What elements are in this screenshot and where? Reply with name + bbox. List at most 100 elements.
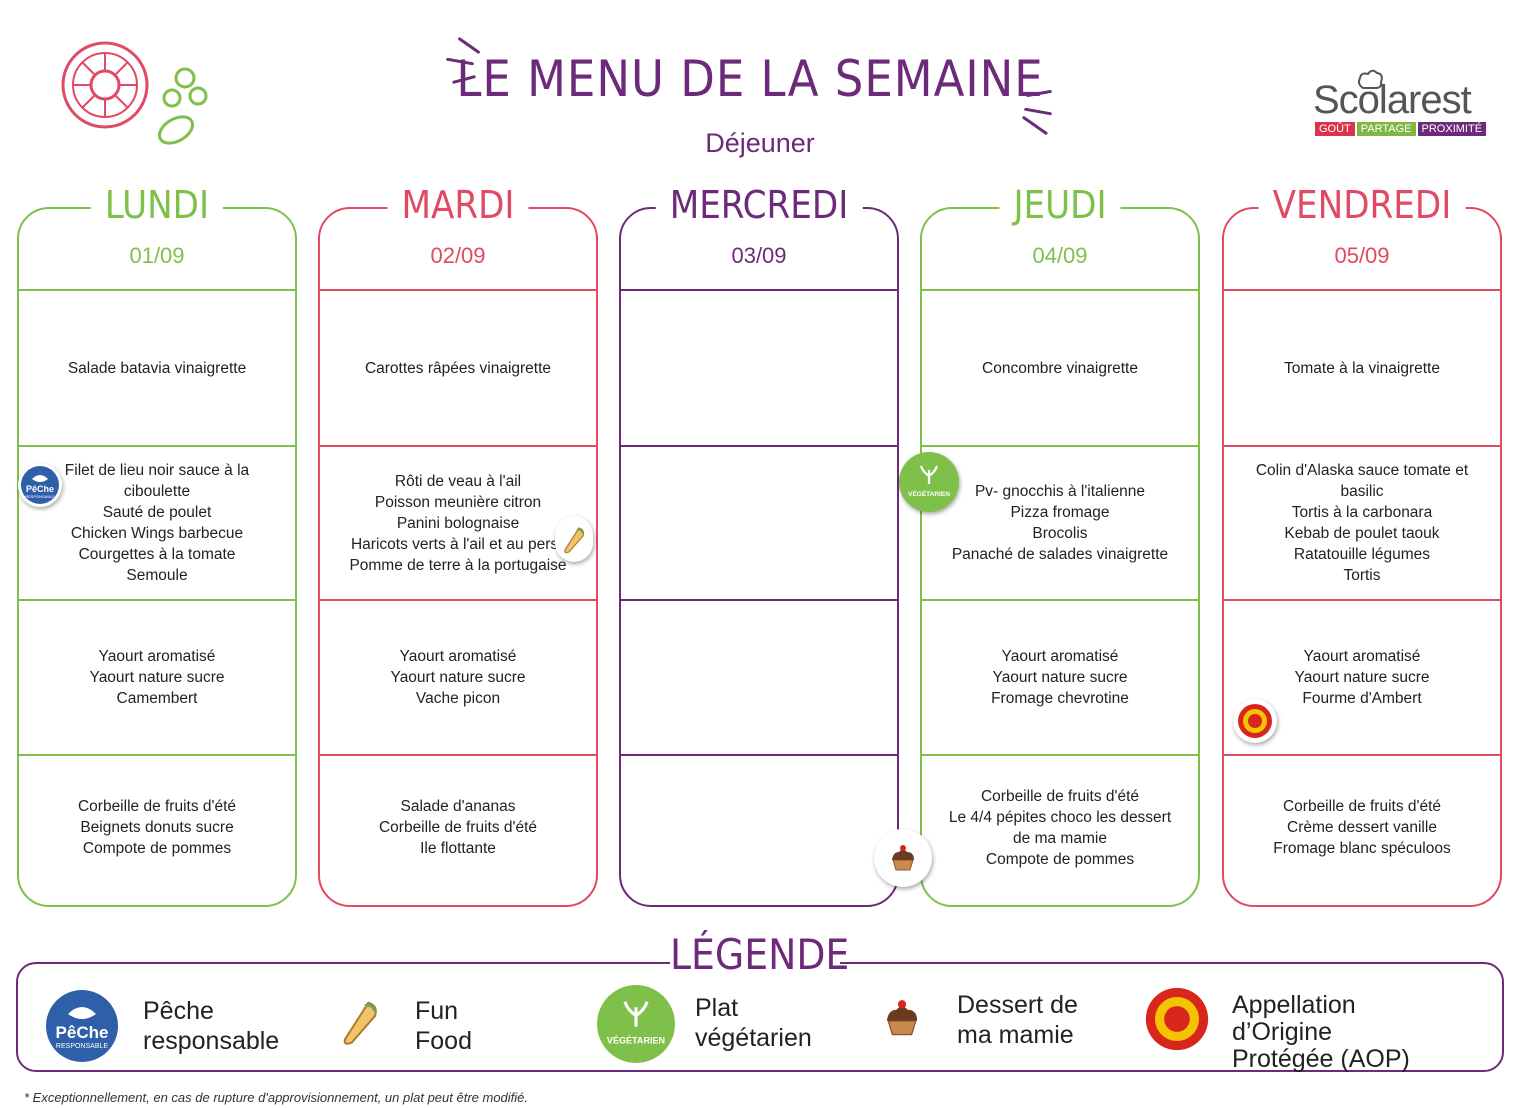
- dish-item: Yaourt nature sucre: [992, 669, 1128, 686]
- day-name: MERCREDI: [655, 183, 863, 227]
- dish-item: Ratatouille légumes: [1293, 546, 1431, 563]
- course-dairy: [621, 601, 897, 754]
- dish-item: Beignets donuts sucre: [80, 819, 234, 836]
- dish-item: Salade batavia vinaigrette: [67, 359, 247, 377]
- legend-label: Plat végétarien: [695, 994, 812, 1052]
- tomato-decoration-icon: [61, 41, 208, 145]
- dessert-mamie-icon: [880, 996, 924, 1040]
- day-date: 03/09: [731, 243, 787, 268]
- dish-item: Corbeille de fruits d'été: [980, 787, 1140, 805]
- dish-item: Yaourt nature sucre: [390, 669, 526, 686]
- dish-item: Tomate à la vinaigrette: [1284, 359, 1440, 377]
- dish-item: Haricots verts à l'ail et au persil: [350, 535, 565, 553]
- dish-item: Le 4/4 pépites choco les dessert de ma m…: [948, 808, 1172, 847]
- aop-icon: [1233, 699, 1277, 743]
- dish-item: Fourme d'Ambert: [1302, 690, 1422, 707]
- fun-food-icon: [555, 516, 593, 562]
- course-divider: [320, 445, 596, 447]
- peche-badge-subtext: RESPONSABLE: [25, 494, 55, 499]
- day-date: 05/09: [1334, 243, 1390, 268]
- brand-name: Scolarest: [1313, 78, 1472, 122]
- dish-item: Filet de lieu noir sauce à la ciboulette: [64, 462, 250, 500]
- dish-item: Tortis à la carbonara: [1291, 504, 1433, 521]
- course-divider: [621, 445, 897, 447]
- dish-item: Salade d'ananas: [400, 798, 516, 815]
- dish-item: Compote de pommes: [985, 850, 1135, 868]
- brand-tagline: GOÛT PARTAGE PROXIMITÉ: [1315, 122, 1487, 136]
- course-divider: [320, 754, 596, 756]
- dish-item: Camembert: [116, 690, 198, 707]
- dish-item: Yaourt aromatisé: [399, 648, 517, 665]
- peche-responsable-icon: PêChe RESPONSABLE: [44, 988, 120, 1064]
- course-dessert: Corbeille de fruits d'été Le 4/4 pépites …: [922, 756, 1198, 899]
- day-date: 04/09: [1032, 243, 1088, 268]
- course-main: [621, 447, 897, 599]
- scolarest-logo: Scolarest GOÛT PARTAGE PROXIMITÉ: [1313, 69, 1495, 140]
- dish-item: Sauté de poulet: [102, 504, 212, 521]
- course-divider: [621, 754, 897, 756]
- dish-item: Fromage blanc spéculoos: [1273, 840, 1451, 857]
- dish-item: Kebab de poulet taouk: [1284, 525, 1440, 542]
- dessert-mamie-icon: [874, 829, 932, 887]
- legend-label: Fun Food: [415, 997, 472, 1055]
- dish-item: Rôti de veau à l'ail: [394, 472, 522, 490]
- dish-item: Yaourt aromatisé: [1303, 648, 1421, 665]
- dish-item: Pv- gnocchis à l'italienne: [974, 483, 1146, 500]
- day-name: VENDREDI: [1258, 183, 1466, 227]
- course-divider: [621, 599, 897, 601]
- dish-item: Yaourt aromatisé: [1001, 648, 1119, 665]
- dish-item: Poisson meunière citron: [374, 493, 542, 511]
- course-divider: [1224, 754, 1500, 756]
- course-divider: [922, 599, 1198, 601]
- vegetarien-icon: VÉGÉTARIEN: [597, 985, 675, 1063]
- course-divider: [922, 289, 1198, 291]
- dish-item: Fromage chevrotine: [991, 690, 1129, 707]
- dish-item: Chicken Wings barbecue: [70, 525, 244, 542]
- course-divider: [320, 599, 596, 601]
- course-divider: [922, 754, 1198, 756]
- course-divider: [1224, 445, 1500, 447]
- aop-icon: [1144, 986, 1210, 1052]
- dish-item: Colin d'Alaska sauce tomate et basilic: [1255, 462, 1469, 500]
- dish-item: Brocolis: [1032, 525, 1088, 542]
- course-dessert: [621, 756, 897, 899]
- legend-title: LÉGENDE: [670, 930, 850, 979]
- chef-hat-icon: [1358, 69, 1383, 89]
- dish-item: Tortis: [1343, 567, 1381, 584]
- title-accent: [1021, 115, 1049, 136]
- day-column-mercredi: MERCREDI 03/09: [619, 183, 899, 907]
- vegetarien-icon: VÉGÉTARIEN: [899, 452, 959, 512]
- peche-badge-text: PêChe: [26, 484, 54, 494]
- legend-label: Appellation d’Origine Protégée (AOP): [1232, 991, 1410, 1073]
- dish-item: Yaourt aromatisé: [98, 648, 216, 665]
- page-subtitle: Déjeuner: [705, 128, 815, 158]
- course-starter: Salade batavia vinaigrette: [19, 291, 295, 445]
- dish-item: Yaourt nature sucre: [89, 669, 225, 686]
- peche-responsable-icon: PêChe RESPONSABLE: [18, 463, 62, 507]
- footnote: * Exceptionnellement, en cas de rupture …: [24, 1090, 529, 1105]
- course-divider: [1224, 289, 1500, 291]
- course-starter: Concombre vinaigrette: [922, 291, 1198, 445]
- fun-food-icon: [335, 996, 385, 1046]
- dish-item: Corbeille de fruits d'été: [378, 819, 538, 836]
- vegetarien-badge-text: VÉGÉTARIEN: [607, 1036, 665, 1046]
- dish-item: Compote de pommes: [82, 840, 232, 857]
- brand-tag: PARTAGE: [1356, 122, 1416, 136]
- brand-tag: PROXIMITÉ: [1417, 122, 1487, 136]
- dish-item: Carottes râpées vinaigrette: [364, 359, 552, 377]
- course-divider: [19, 289, 295, 291]
- dish-item: Corbeille de fruits d'été: [77, 798, 237, 815]
- dish-item: Yaourt nature sucre: [1294, 669, 1430, 686]
- course-main: Filet de lieu noir sauce à la ciboulette…: [19, 447, 295, 599]
